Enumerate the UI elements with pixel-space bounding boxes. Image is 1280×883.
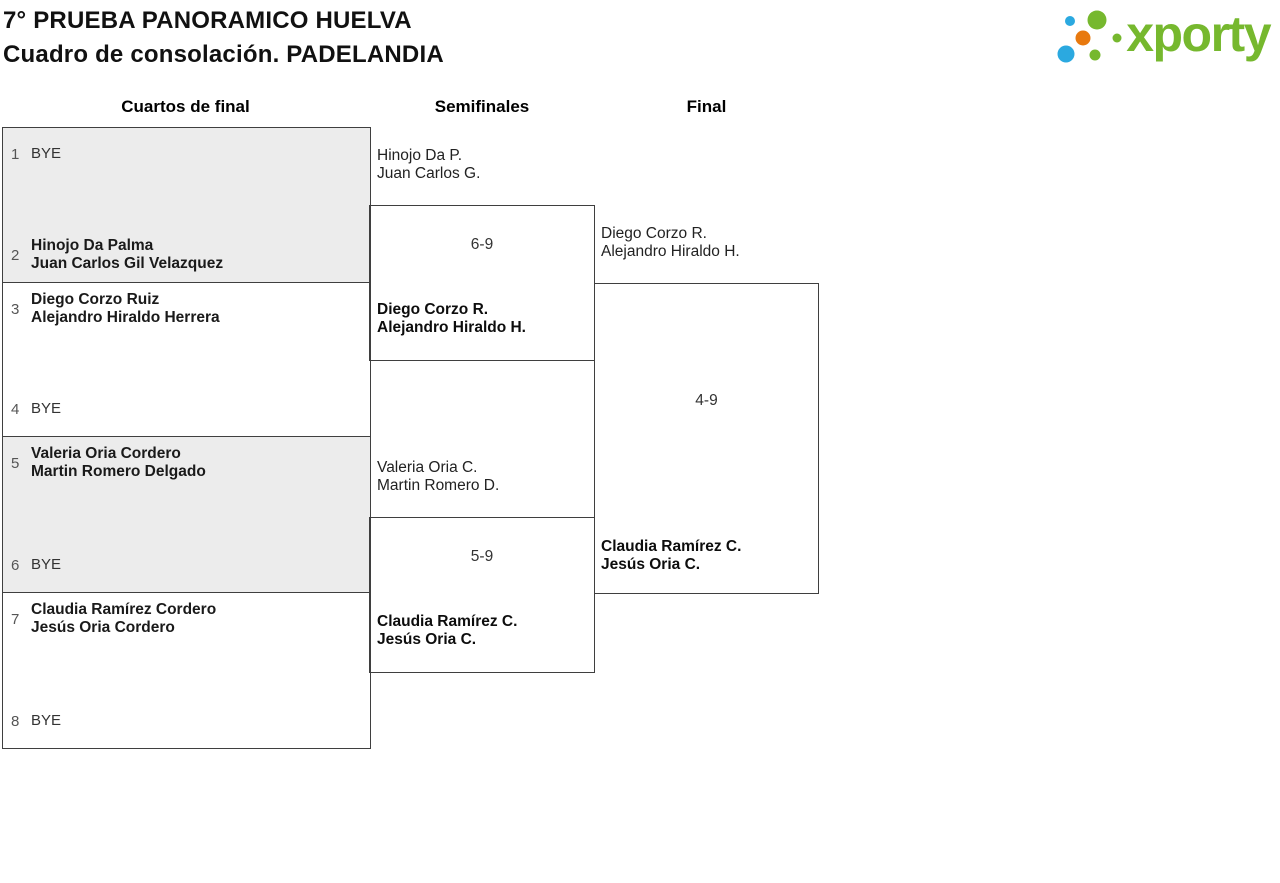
player-name: Alejandro Hiraldo Herrera [31,309,220,326]
team-entry: Valeria Oria Cordero Martin Romero Delga… [31,445,206,481]
player-name: Jesús Oria Cordero [31,619,175,636]
player-name: Diego Corzo Ruiz [31,291,160,308]
quarterfinal-match-2: 3 Diego Corzo Ruiz Alejandro Hiraldo Her… [2,282,371,437]
round-header-semifinales: Semifinales [434,97,530,116]
player-name: Claudia Ramírez Cordero [31,601,217,618]
bracket-slot-2: 2 Hinojo Da Palma Juan Carlos Gil Velazq… [3,233,370,277]
semifinal2-match-box [369,517,595,673]
player-name: Martin Romero Delgado [31,463,206,480]
player-name: Hinojo Da P. [377,147,463,164]
player-name: Valeria Oria Cordero [31,445,181,462]
player-name: Valeria Oria C. [377,459,478,476]
bye-entry: BYE [31,145,62,162]
xporty-logo: xporty [1054,4,1271,70]
bracket-slot-6: 6 BYE [3,543,370,587]
semifinal1-score: 6-9 [470,236,494,253]
bracket-slot-8: 8 BYE [3,699,370,743]
round-header-final: Final [686,97,727,116]
bye-entry: BYE [31,712,62,729]
seed-number: 7 [11,610,20,628]
seed-number: 2 [11,246,20,264]
semifinal2-top-team: Valeria Oria C. Martin Romero D. [377,459,499,495]
final-match-box [594,283,819,594]
bracket-slot-7: 7 Claudia Ramírez Cordero Jesús Oria Cor… [3,597,370,641]
quarterfinal-match-3: 5 Valeria Oria Cordero Martin Romero Del… [2,436,371,593]
seed-number: 3 [11,300,20,318]
bracket-slot-4: 4 BYE [3,387,370,431]
player-name: Diego Corzo R. [601,225,707,242]
player-name: Alejandro Hiraldo H. [601,243,740,260]
bracket-slot-3: 3 Diego Corzo Ruiz Alejandro Hiraldo Her… [3,287,370,331]
bracket-slot-1: 1 BYE [3,132,370,176]
seed-number: 4 [11,400,20,418]
bye-entry: BYE [31,400,62,417]
player-name: Jesús Oria C. [377,631,477,648]
seed-number: 6 [11,556,20,574]
player-name: Claudia Ramírez C. [377,613,518,630]
final-score: 4-9 [695,392,718,409]
player-name: Hinojo Da Palma [31,237,154,254]
seed-number: 1 [11,145,20,163]
team-entry: Hinojo Da Palma Juan Carlos Gil Velazque… [31,237,223,273]
player-name: Jesús Oria C. [601,556,701,573]
seed-number: 8 [11,712,20,730]
player-name: Claudia Ramírez C. [601,538,742,555]
xporty-logo-text: xporty [1126,6,1271,62]
quarterfinals-column: 1 BYE 2 Hinojo Da Palma Juan Carlos Gil … [2,127,371,749]
team-entry: Diego Corzo Ruiz Alejandro Hiraldo Herre… [31,291,220,327]
semifinal1-winner-team: Diego Corzo R. Alejandro Hiraldo H. [377,301,526,337]
semifinal1-match-box [369,205,595,361]
seed-number: 5 [11,454,20,472]
player-name: Alejandro Hiraldo H. [377,319,526,336]
bracket-slot-5: 5 Valeria Oria Cordero Martin Romero Del… [3,441,370,485]
title-line2: Cuadro de consolación. PADELANDIA [3,41,444,68]
player-name: Juan Carlos G. [377,165,481,182]
bye-entry: BYE [31,556,62,573]
player-name: Juan Carlos Gil Velazquez [31,255,224,272]
team-entry: Claudia Ramírez Cordero Jesús Oria Corde… [31,601,216,637]
round-header-cuartos: Cuartos de final [121,97,250,116]
quarterfinal-match-4: 7 Claudia Ramírez Cordero Jesús Oria Cor… [2,592,371,749]
semifinal2-winner-team: Claudia Ramírez C. Jesús Oria C. [377,613,517,649]
title-line1: 7° PRUEBA PANORAMICO HUELVA [3,7,412,34]
player-name: Martin Romero D. [377,477,500,494]
semifinal2-score: 5-9 [470,548,494,565]
player-name: Diego Corzo R. [377,301,489,318]
final-top-team: Diego Corzo R. Alejandro Hiraldo H. [601,225,740,261]
xporty-logo-dots-icon [1057,10,1122,63]
page-title: 7° PRUEBA PANORAMICO HUELVA Cuadro de co… [3,4,444,72]
final-winner-team: Claudia Ramírez C. Jesús Oria C. [601,538,741,574]
semifinal1-top-team: Hinojo Da P. Juan Carlos G. [377,147,480,183]
quarterfinal-match-1: 1 BYE 2 Hinojo Da Palma Juan Carlos Gil … [2,127,371,283]
